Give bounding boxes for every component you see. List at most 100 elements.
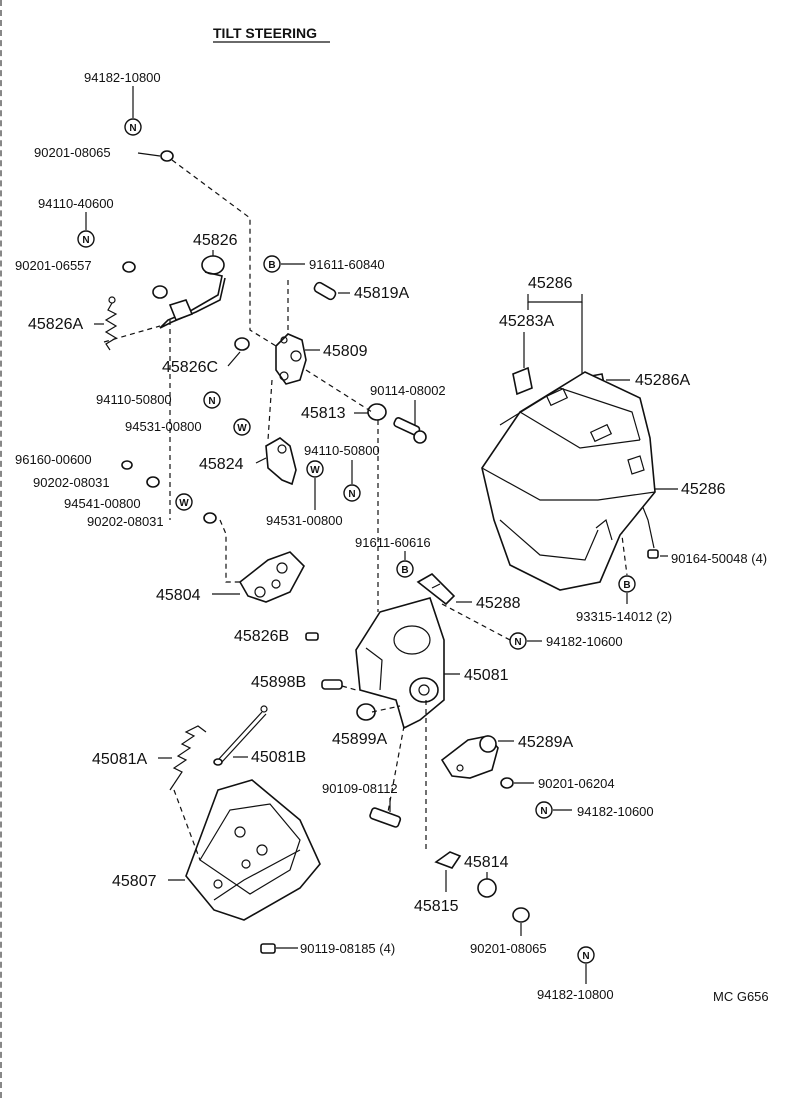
diagram-title: TILT STEERING	[213, 25, 317, 41]
label-45804: 45804	[156, 587, 201, 604]
bracket-illustration	[275, 333, 307, 385]
label-45826A: 45826A	[28, 316, 83, 333]
label-45288: 45288	[476, 595, 521, 612]
label-45289A: 45289A	[518, 734, 573, 751]
washer-icon	[160, 150, 174, 162]
bracket-45286-top	[527, 294, 583, 303]
label-45081: 45081	[464, 667, 509, 684]
label-45898B: 45898B	[251, 674, 306, 691]
label-45286-right: 45286	[681, 481, 726, 498]
label-90114-08002: 90114-08002	[370, 383, 446, 398]
rod-illustration	[213, 705, 268, 766]
lock-plate-illustration	[440, 735, 499, 779]
bushing-icon	[234, 337, 250, 351]
label-90201-08065-top: 90201-08065	[34, 145, 111, 160]
label-94541-00800: 94541-00800	[64, 496, 141, 511]
bolt-badge-icon: B	[396, 560, 414, 578]
label-96160-00600: 96160-00600	[15, 452, 92, 467]
bolt-badge-icon: B	[618, 575, 636, 593]
leader-45826C	[227, 351, 241, 367]
svg-text:W: W	[310, 465, 320, 476]
pin-icon	[313, 281, 337, 301]
label-45081A: 45081A	[92, 751, 147, 768]
label-94110-50800-b: 94110-50800	[304, 443, 380, 458]
spring-illustration	[104, 296, 118, 351]
label-45824: 45824	[199, 456, 244, 473]
svg-text:B: B	[401, 565, 408, 576]
label-45081B: 45081B	[251, 749, 306, 766]
label-90202-08031-a: 90202-08031	[33, 475, 110, 490]
nut-badge-icon: N	[203, 391, 221, 409]
washer-badge-icon: W	[233, 418, 251, 436]
label-94110-40600: 94110-40600	[38, 196, 114, 211]
cam-icon	[434, 851, 462, 869]
label-90201-08065-bot: 90201-08065	[470, 941, 547, 956]
svg-text:W: W	[237, 423, 247, 434]
label-90201-06557: 90201-06557	[15, 258, 92, 273]
label-45819A: 45819A	[354, 285, 409, 302]
svg-text:N: N	[82, 235, 89, 246]
washer-icon	[500, 777, 514, 789]
label-94531-00800-a: 94531-00800	[125, 419, 202, 434]
label-45826C: 45826C	[162, 359, 218, 376]
svg-text:N: N	[208, 396, 215, 407]
washer-icon	[512, 907, 530, 923]
bolt-icon	[260, 943, 276, 954]
label-45826: 45826	[193, 232, 238, 249]
left-margin-dashes	[0, 0, 4, 1098]
nut-badge-icon: N	[77, 230, 95, 248]
svg-text:N: N	[540, 806, 547, 817]
bushing-icon	[367, 403, 387, 421]
label-94531-00800-b: 94531-00800	[266, 513, 343, 528]
hinge-bracket-illustration	[238, 551, 305, 603]
svg-text:N: N	[582, 951, 589, 962]
washer-icon	[122, 261, 136, 273]
label-90164-50048: 90164-50048 (4)	[671, 551, 767, 566]
label-45286A: 45286A	[635, 372, 690, 389]
assembly-dashed-lines	[103, 159, 511, 861]
nut-badge-icon: N	[535, 801, 553, 819]
nut-badge-icon: N	[343, 484, 361, 502]
washer-badge-icon: W	[306, 460, 324, 478]
label-94110-50800-a: 94110-50800	[96, 392, 172, 407]
bolt-icon	[305, 632, 319, 641]
column-cover-illustration	[481, 371, 656, 591]
label-91611-60616: 91611-60616	[355, 535, 431, 550]
washer-badge-icon: W	[175, 493, 193, 511]
label-94182-10600-a: 94182-10600	[546, 634, 623, 649]
label-45815: 45815	[414, 898, 459, 915]
label-45807: 45807	[112, 873, 157, 890]
label-45899A: 45899A	[332, 731, 387, 748]
label-45283A: 45283A	[499, 313, 554, 330]
label-90202-08031-b: 90202-08031	[87, 514, 164, 529]
bolt-icon	[369, 807, 402, 828]
cover-plate-icon	[512, 366, 533, 396]
svg-text:N: N	[514, 637, 521, 648]
label-45814: 45814	[464, 854, 509, 871]
label-45286-top: 45286	[528, 275, 573, 292]
bolt-icon	[321, 679, 343, 690]
label-90119-08185: 90119-08185 (4)	[300, 941, 395, 956]
column-support-illustration	[355, 597, 445, 730]
bolt-icon	[393, 417, 427, 444]
nut-badge-icon: N	[509, 632, 527, 650]
nut-badge-icon: N	[577, 946, 595, 964]
svg-text:B: B	[623, 580, 630, 591]
ring-icon	[121, 460, 133, 470]
label-94182-10800-bot: 94182-10800	[537, 987, 614, 1002]
tilt-frame-illustration	[185, 779, 321, 921]
bolt-badge-icon: B	[263, 255, 281, 273]
label-93315-14012: 93315-14012 (2)	[576, 609, 672, 624]
leader-45824	[255, 457, 267, 464]
label-45826B: 45826B	[234, 628, 289, 645]
bushing-icon	[356, 703, 376, 721]
svg-text:N: N	[348, 489, 355, 500]
label-91611-60840: 91611-60840	[309, 257, 385, 272]
diagram-code: MC G656	[713, 989, 769, 1004]
label-94182-10600-b: 94182-10600	[577, 804, 654, 819]
label-90109-08112: 90109-08112	[322, 781, 398, 796]
spring-illustration	[169, 725, 207, 791]
nut-badge-icon: N	[124, 118, 142, 136]
svg-text:B: B	[268, 260, 275, 271]
